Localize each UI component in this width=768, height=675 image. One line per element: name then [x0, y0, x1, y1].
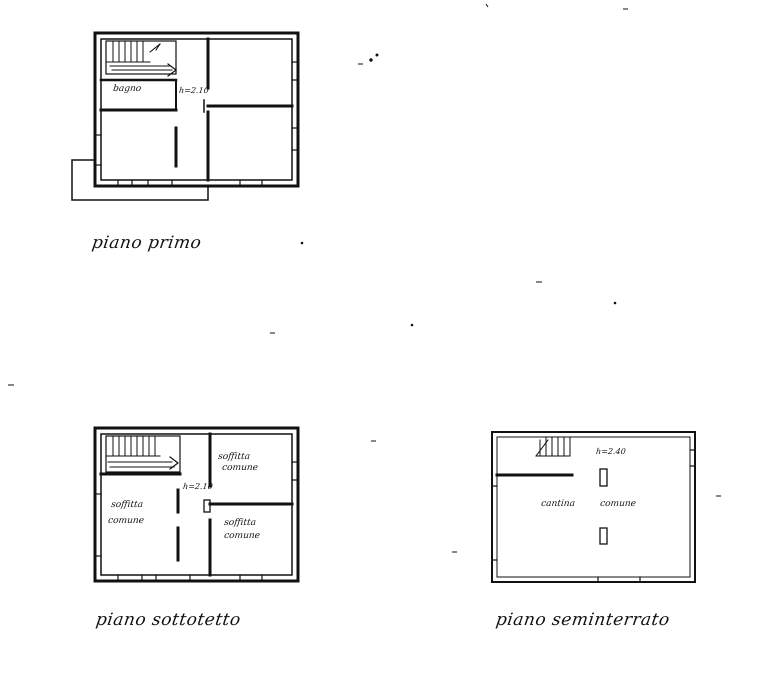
stray-marks [8, 3, 721, 553]
attic-chimney [203, 499, 211, 513]
attic-label-loft-br-1: soffitta [223, 518, 257, 528]
attic-label-loft-left-1: soffitta [110, 500, 144, 510]
basement-label-cellar-1: cantina [540, 499, 576, 509]
first-stair-arrow [167, 63, 177, 77]
basement-outer-wall [491, 431, 696, 583]
basement-pillar-2 [599, 527, 608, 545]
plan-basement-floor [491, 431, 696, 583]
attic-windows [94, 461, 299, 582]
first-floor-caption: piano primo [90, 233, 203, 253]
attic-label-loft-tr-2: comune [221, 463, 259, 473]
plan-first-floor [71, 31, 300, 201]
first-label-height: h=2.10 [178, 86, 210, 95]
attic-stair-treads [105, 435, 175, 468]
basement-stair [535, 436, 571, 457]
basement-floor-caption: piano seminterrato [494, 610, 672, 630]
first-balcony [71, 159, 209, 201]
first-label-bathroom: bagno [112, 84, 142, 94]
basement-windows [491, 449, 696, 583]
attic-label-loft-left-2: comune [107, 516, 145, 526]
basement-label-cellar-2: comune [599, 499, 637, 509]
plan-attic-floor [93, 426, 300, 583]
first-stair-box [105, 40, 177, 75]
attic-label-loft-tr-1: soffitta [217, 452, 251, 462]
attic-outer-wall [93, 426, 300, 583]
first-stair-treads [105, 40, 173, 71]
basement-inner-wall [496, 436, 691, 578]
attic-label-height: h=2.10 [182, 482, 214, 491]
attic-floor-caption: piano sottotetto [94, 610, 243, 630]
first-windows [94, 61, 299, 187]
attic-label-loft-br-2: comune [223, 531, 261, 541]
basement-label-height: h=2.40 [595, 447, 627, 456]
basement-pillar-1 [599, 468, 608, 487]
first-outer-wall [93, 31, 300, 188]
attic-stair-arrow [169, 456, 179, 470]
